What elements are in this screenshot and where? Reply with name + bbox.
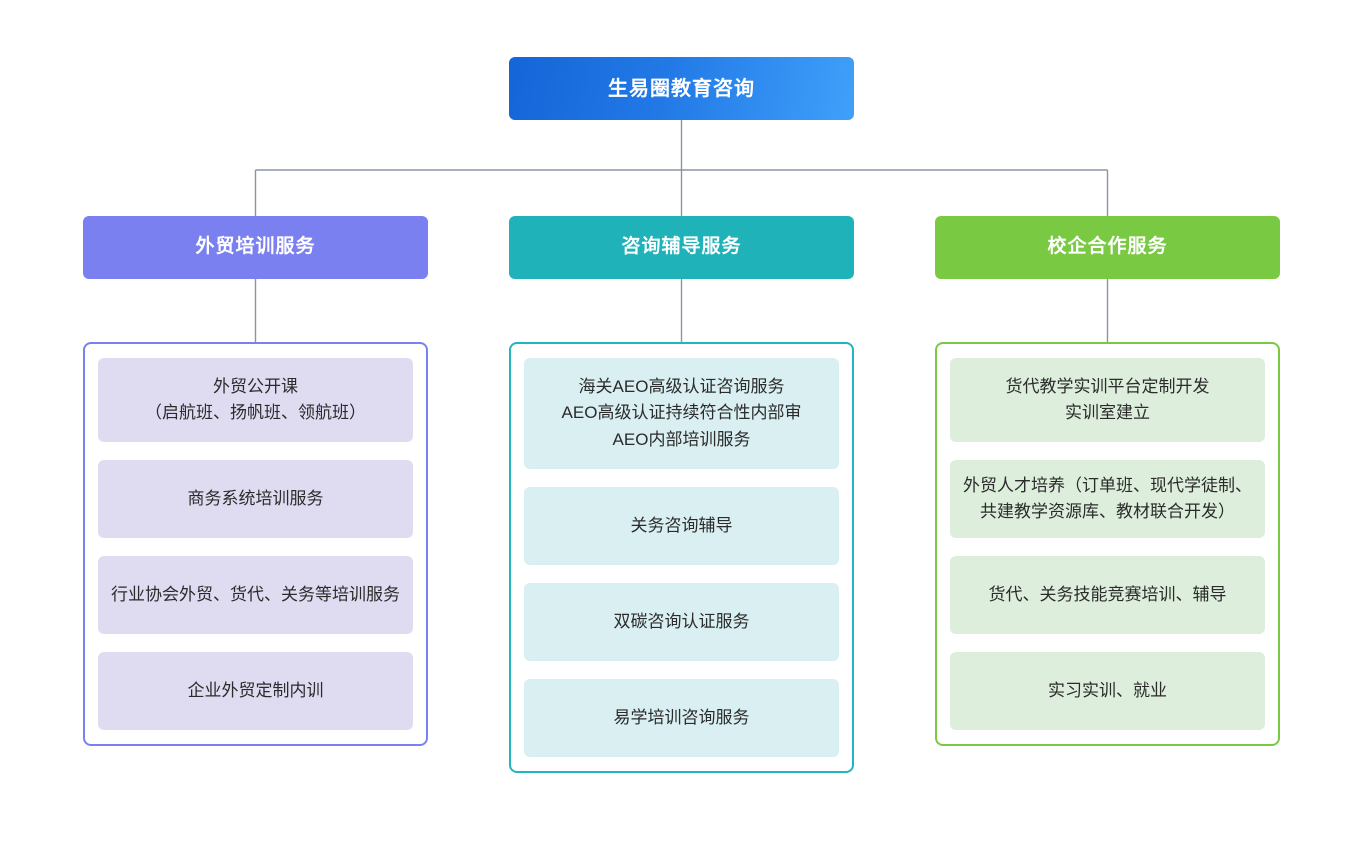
leaf-item[interactable]: 双碳咨询认证服务: [524, 583, 839, 661]
leaf-item-label: 易学培训咨询服务: [613, 707, 750, 727]
branch-header-consulting-coaching[interactable]: 咨询辅导服务: [509, 216, 854, 279]
branch-header-label: 外贸培训服务: [195, 236, 316, 258]
leaf-item-label: 行业协会外贸、货代、关务等培训服务: [111, 584, 400, 604]
leaf-item[interactable]: 实习实训、就业: [950, 652, 1265, 730]
branch-header-school-enterprise-cooperation[interactable]: 校企合作服务: [935, 216, 1280, 279]
branch-header-label: 校企合作服务: [1047, 236, 1168, 258]
branch-group-box-foreign-trade-training: 外贸公开课 （启航班、扬帆班、领航班） 商务系统培训服务 行业协会外贸、货代、关…: [83, 342, 428, 746]
leaf-item-label: 双碳咨询认证服务: [613, 611, 750, 631]
leaf-item[interactable]: 商务系统培训服务: [98, 460, 413, 538]
leaf-item[interactable]: 货代教学实训平台定制开发 实训室建立: [950, 358, 1265, 442]
leaf-item-label: 货代、关务技能竞赛培训、辅导: [988, 584, 1227, 604]
leaf-item-label: 企业外贸定制内训: [187, 680, 324, 700]
leaf-item[interactable]: 关务咨询辅导: [524, 487, 839, 565]
leaf-item[interactable]: 行业协会外贸、货代、关务等培训服务: [98, 556, 413, 634]
branch-header-foreign-trade-training[interactable]: 外贸培训服务: [83, 216, 428, 279]
root-node-label: 生易圈教育咨询: [608, 77, 755, 100]
leaf-item[interactable]: 外贸人才培养（订单班、现代学徒制、共建教学资源库、教材联合开发）: [950, 460, 1265, 538]
leaf-item[interactable]: 外贸公开课 （启航班、扬帆班、领航班）: [98, 358, 413, 442]
leaf-item-label: 外贸公开课 （启航班、扬帆班、领航班）: [145, 376, 366, 422]
leaf-item-label: 货代教学实训平台定制开发 实训室建立: [1005, 376, 1210, 422]
branch-column-consulting-coaching: 咨询辅导服务 海关AEO高级认证咨询服务 AEO高级认证持续符合性内部审 AEO…: [509, 216, 854, 773]
leaf-item[interactable]: 货代、关务技能竞赛培训、辅导: [950, 556, 1265, 634]
branch-column-school-enterprise-cooperation: 校企合作服务 货代教学实训平台定制开发 实训室建立 外贸人才培养（订单班、现代学…: [935, 216, 1280, 746]
leaf-item-label: 实习实训、就业: [1048, 680, 1167, 700]
branch-column-foreign-trade-training: 外贸培训服务 外贸公开课 （启航班、扬帆班、领航班） 商务系统培训服务 行业协会…: [83, 216, 428, 746]
leaf-item-label: 关务咨询辅导: [630, 515, 733, 535]
leaf-item-label: 海关AEO高级认证咨询服务 AEO高级认证持续符合性内部审 AEO内部培训服务: [561, 376, 802, 449]
leaf-item-label: 外贸人才培养（订单班、现代学徒制、共建教学资源库、教材联合开发）: [963, 475, 1252, 521]
branch-header-label: 咨询辅导服务: [621, 236, 742, 258]
branch-group-box-school-enterprise-cooperation: 货代教学实训平台定制开发 实训室建立 外贸人才培养（订单班、现代学徒制、共建教学…: [935, 342, 1280, 746]
branch-group-box-consulting-coaching: 海关AEO高级认证咨询服务 AEO高级认证持续符合性内部审 AEO内部培训服务 …: [509, 342, 854, 773]
root-node[interactable]: 生易圈教育咨询: [509, 57, 854, 120]
leaf-item[interactable]: 企业外贸定制内训: [98, 652, 413, 730]
leaf-item[interactable]: 海关AEO高级认证咨询服务 AEO高级认证持续符合性内部审 AEO内部培训服务: [524, 358, 839, 469]
leaf-item[interactable]: 易学培训咨询服务: [524, 679, 839, 757]
leaf-item-label: 商务系统培训服务: [187, 488, 324, 508]
